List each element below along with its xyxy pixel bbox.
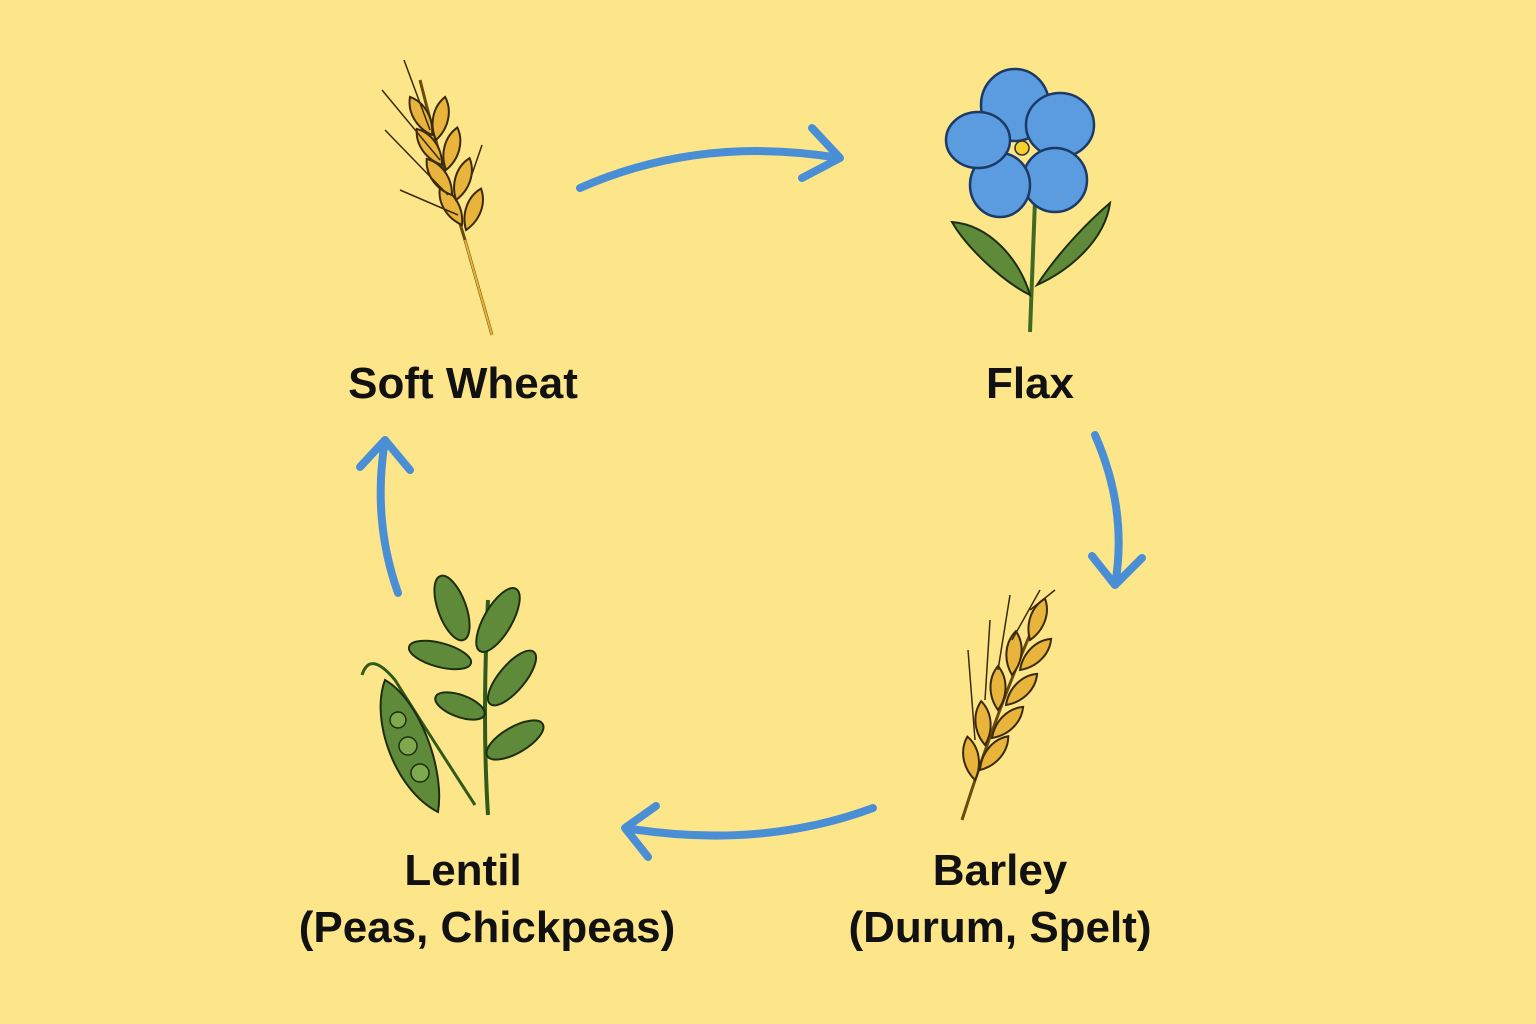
stage-label-flax: Flax [985,359,1075,408]
wheat-icon [381,59,494,336]
flax-flower-icon [944,67,1112,333]
stage-label-lentil: Lentil [404,846,522,895]
barley-icon [958,589,1058,821]
stage-label-soft-wheat: Soft Wheat [348,359,578,408]
stage-label-barley: Barley [932,846,1068,895]
arrow-flax-to-barley [1088,431,1146,589]
arrow-wheat-to-flax [576,124,844,192]
arrow-barley-to-lentil [621,802,877,861]
stage-subtitle-barley: (Durum, Spelt) [848,903,1152,952]
stage-subtitle-lentil: (Peas, Chickpeas) [298,903,676,952]
lentil-pea-plant-icon [360,574,545,816]
arrow-lentil-to-wheat [356,436,414,597]
